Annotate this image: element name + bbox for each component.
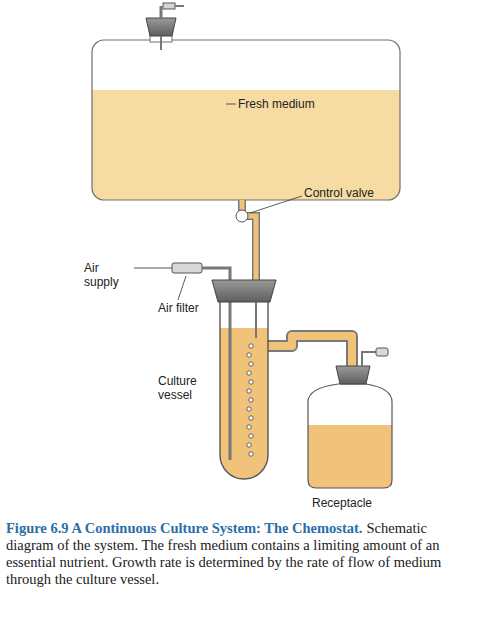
air-bubble (247, 425, 251, 429)
part-label: Fresh medium (238, 97, 358, 111)
air-filter (172, 263, 202, 273)
receptacle-bottle (305, 348, 397, 495)
air-bubble (247, 407, 251, 411)
air-bubble (247, 389, 251, 393)
leader-line (250, 196, 302, 213)
air-bubble (249, 344, 253, 348)
leader-line (178, 276, 186, 300)
leader-line (226, 104, 236, 105)
air-bubble (249, 416, 253, 420)
part-label: Control valve (304, 186, 424, 200)
figure-caption: Figure 6.9 A Continuous Culture System: … (6, 520, 472, 588)
medium-bottle (90, 3, 402, 202)
air-bubble (249, 398, 253, 402)
part-label: Air supply (84, 261, 132, 289)
air-bubble (249, 380, 253, 384)
part-label: Air filter (158, 301, 202, 315)
part-label: Receptacle (312, 496, 412, 510)
air-bubble (249, 434, 253, 438)
culture-vessel (212, 280, 276, 488)
part-label: Culture vessel (158, 374, 214, 402)
air-bubble (249, 362, 253, 366)
air-bubble (247, 353, 251, 357)
air-bubble (249, 452, 253, 456)
air-bubble (247, 443, 251, 447)
control-valve (236, 210, 248, 222)
figure-title: Figure 6.9 A Continuous Culture System: … (6, 520, 363, 536)
air-bubble (247, 371, 251, 375)
